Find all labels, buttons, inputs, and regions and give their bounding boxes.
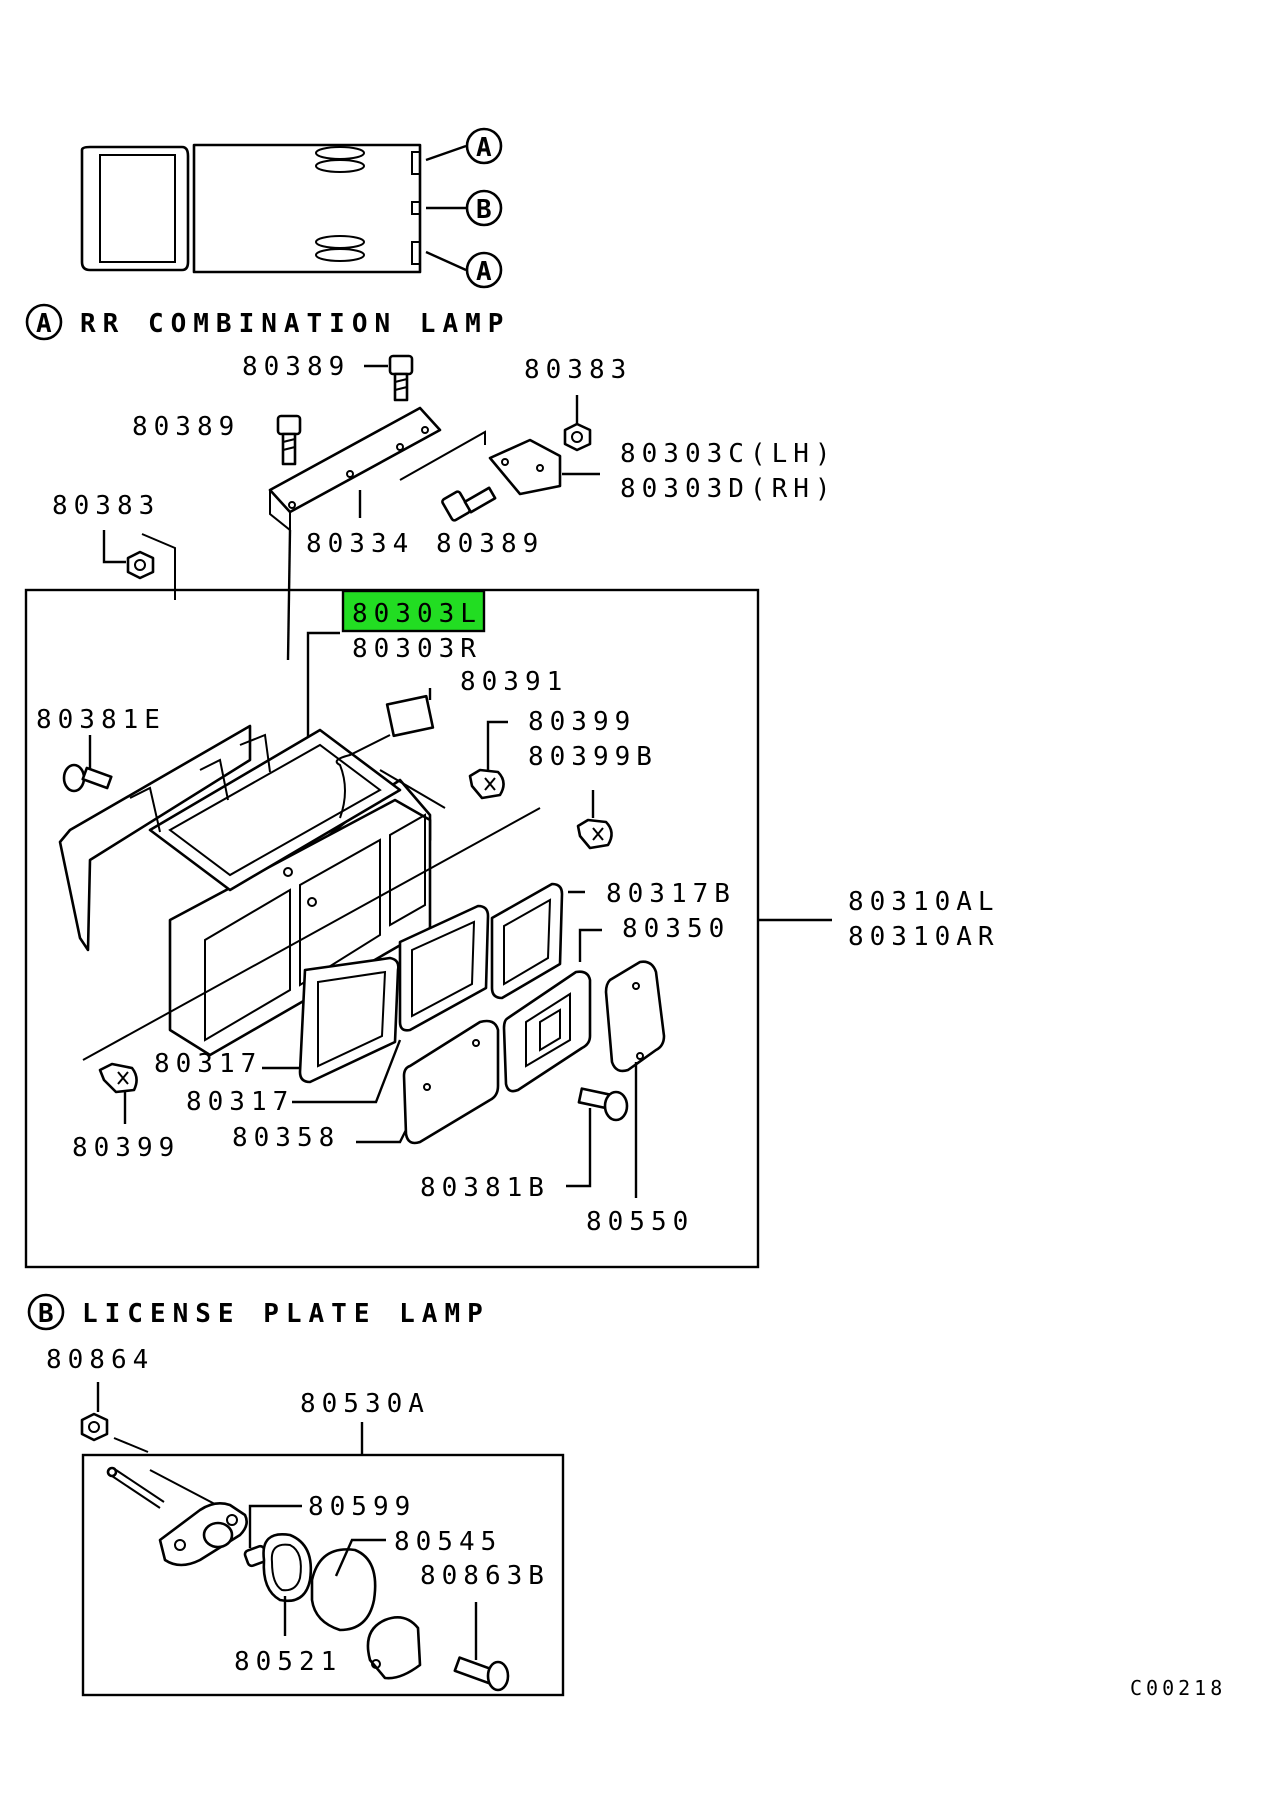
label-80317-a: 80317 xyxy=(154,1049,262,1079)
callout-a-upper xyxy=(465,127,503,165)
lens-80545 xyxy=(310,1548,377,1632)
label-80317-b: 80317 xyxy=(186,1087,294,1117)
bolt-80389-top xyxy=(388,354,414,402)
nut-80864 xyxy=(80,1412,109,1442)
section-b-title: LICENSE PLATE LAMP xyxy=(82,1299,490,1329)
gasket-80317b xyxy=(490,882,564,1000)
lamp-a-lower-marker xyxy=(411,241,421,265)
section-a-heading: A RR COMBINATION LAMP xyxy=(25,303,510,341)
screw-80381b xyxy=(577,1087,629,1122)
lamp-housing xyxy=(58,688,435,1057)
label-80599: 80599 xyxy=(308,1492,416,1522)
label-80317b: 80317B xyxy=(606,879,736,909)
label-80521: 80521 xyxy=(234,1647,342,1677)
bracket-assembly: 80389 80389 80334 80303C(LH) 80303D(RH) … xyxy=(52,352,837,661)
label-80399-top: 80399 xyxy=(528,707,636,737)
label-80545: 80545 xyxy=(394,1527,502,1557)
connector-80391 xyxy=(385,694,435,738)
label-80310al: 80310AL xyxy=(848,887,1000,917)
bulb-80399-top xyxy=(468,768,505,800)
plate-80303c-d xyxy=(488,438,562,496)
label-80383-right: 80383 xyxy=(524,355,632,385)
nut-80383-left xyxy=(126,550,155,580)
label-80399b: 80399B xyxy=(528,742,658,772)
label-80358: 80358 xyxy=(232,1123,340,1153)
callout-a-lower xyxy=(465,251,503,289)
highlight-80303l xyxy=(343,591,484,631)
label-80303d: 80303D(RH) xyxy=(620,474,837,504)
lenses xyxy=(402,960,666,1145)
label-80530a: 80530A xyxy=(300,1389,430,1419)
section-a-marker xyxy=(25,303,63,341)
label-80334: 80334 xyxy=(306,529,414,559)
truck-cab-outline xyxy=(80,145,190,272)
truck-cab-window xyxy=(99,154,176,263)
lens-80358 xyxy=(402,1019,500,1145)
callout-b-label: B xyxy=(476,195,499,225)
bulb-80399b xyxy=(576,818,613,850)
bolt-80389-bottom xyxy=(441,486,497,522)
label-80550: 80550 xyxy=(586,1207,694,1237)
bolt-80389-left xyxy=(276,414,302,466)
lamp-a-upper-marker xyxy=(411,151,421,175)
label-80381e: 80381E xyxy=(36,705,166,735)
truck-top-view: A B A xyxy=(80,127,503,289)
nut-80383-right xyxy=(563,422,592,452)
label-80310ar: 80310AR xyxy=(848,922,1000,952)
label-80350: 80350 xyxy=(622,914,730,944)
label-80303c: 80303C(LH) xyxy=(620,439,837,469)
label-80399-bottom: 80399 xyxy=(72,1133,180,1163)
label-80864: 80864 xyxy=(46,1345,154,1375)
callout-b xyxy=(465,189,503,227)
gasket-80317-a xyxy=(298,956,400,1084)
label-80389-bottom: 80389 xyxy=(436,529,544,559)
section-b-marker-label: B xyxy=(38,1299,61,1329)
callout-a-lower-label: A xyxy=(476,257,499,287)
housing-left-bracket xyxy=(58,724,252,952)
truck-body-outline xyxy=(192,143,422,274)
screw-80381e xyxy=(62,763,113,793)
section-a-title: RR COMBINATION LAMP xyxy=(80,309,510,339)
section-b-marker xyxy=(27,1293,65,1331)
label-80863b: 80863B xyxy=(420,1561,550,1591)
section-b-heading: B LICENSE PLATE LAMP xyxy=(27,1293,490,1331)
callout-a-upper-label: A xyxy=(476,133,499,163)
label-80383-left: 80383 xyxy=(52,491,160,521)
lamp-b-marker xyxy=(411,201,421,215)
cover-bezel xyxy=(366,1616,422,1680)
section-a-marker-label: A xyxy=(36,309,59,339)
housing-top-face xyxy=(148,728,402,892)
gaskets xyxy=(298,882,564,1084)
label-80381b: 80381B xyxy=(420,1173,550,1203)
label-80303l: 80303L xyxy=(352,599,482,629)
label-80389-top: 80389 xyxy=(242,352,350,382)
label-80389-left: 80389 xyxy=(132,412,240,442)
lens-80550 xyxy=(604,960,666,1073)
bulb-80399-bottom xyxy=(98,1062,138,1094)
drawing-code: C00218 xyxy=(1130,1676,1226,1700)
gasket-80317-b xyxy=(398,904,490,1032)
bracket-80334 xyxy=(268,406,442,514)
label-80303r: 80303R xyxy=(352,634,482,664)
license-lamp-parts xyxy=(106,1466,510,1692)
license-plate-lamp-frame xyxy=(81,1453,565,1697)
label-80391: 80391 xyxy=(460,667,568,697)
